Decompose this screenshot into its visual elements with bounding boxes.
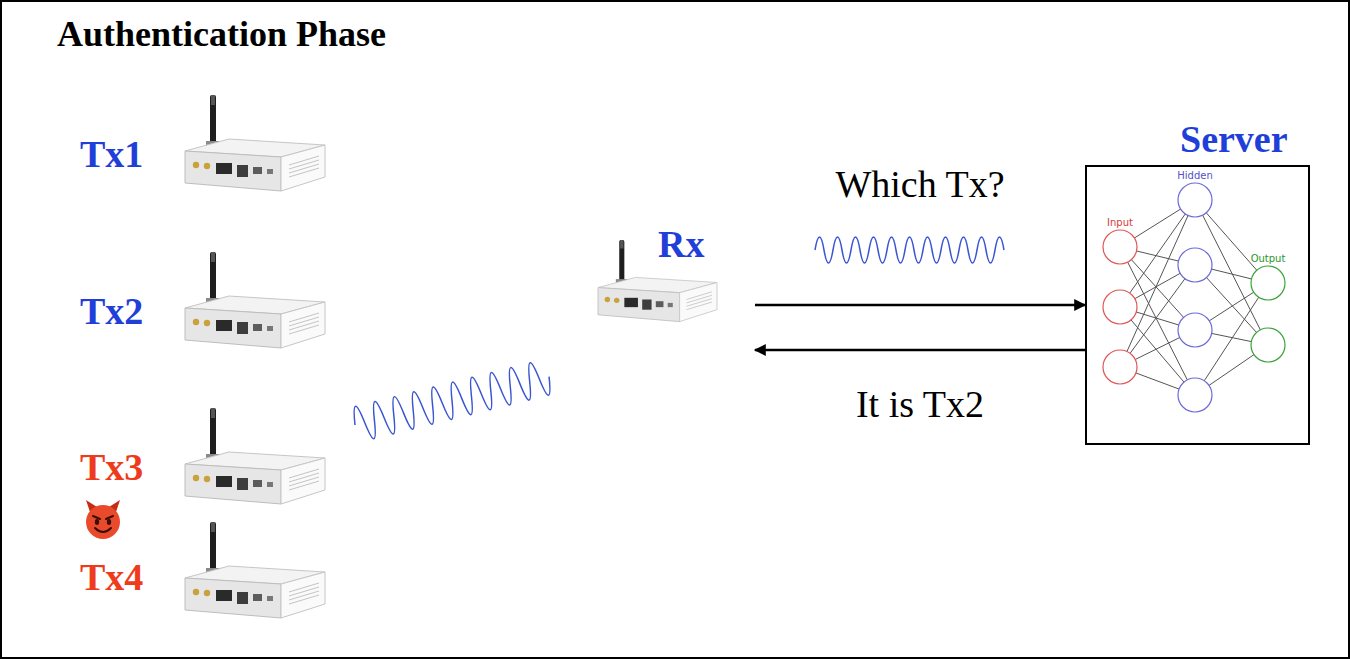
signal-wave: [351, 359, 554, 442]
devil-icon: [86, 500, 120, 539]
receiver-node: Rx: [590, 222, 755, 337]
layer-label: Output: [1251, 253, 1286, 264]
edge-label: Which Tx?: [832, 164, 1007, 206]
diagram-title: Authentication Phase: [57, 15, 386, 55]
network-links: [1120, 200, 1268, 395]
transmitter-node: Tx3: [70, 408, 330, 508]
transmitter-device: [185, 95, 325, 191]
edge-label: It is Tx2: [853, 384, 987, 426]
transmitter-node: Tx1: [70, 95, 330, 195]
network-neurons: [1103, 183, 1285, 412]
transmitter-node: Tx4: [70, 522, 330, 622]
request-arrow: [755, 304, 1085, 307]
transmitter-node: Tx2: [70, 252, 330, 352]
server-box: Server: [1085, 165, 1310, 445]
node-label: Tx3: [80, 447, 143, 489]
layer-label: Hidden: [1177, 170, 1212, 181]
node-label: Tx2: [80, 291, 143, 333]
response-arrow: [755, 349, 1085, 352]
node-label: Rx: [658, 224, 704, 266]
layer-label: Input: [1107, 217, 1133, 228]
signal-wave: [815, 237, 1004, 263]
node-label: Tx1: [80, 134, 143, 176]
transmitter-device: [185, 408, 325, 504]
node-label: Server: [1180, 119, 1288, 161]
transmitter-device: [185, 252, 325, 348]
transmitter-device: [185, 522, 325, 618]
node-label: Tx4: [80, 557, 143, 599]
